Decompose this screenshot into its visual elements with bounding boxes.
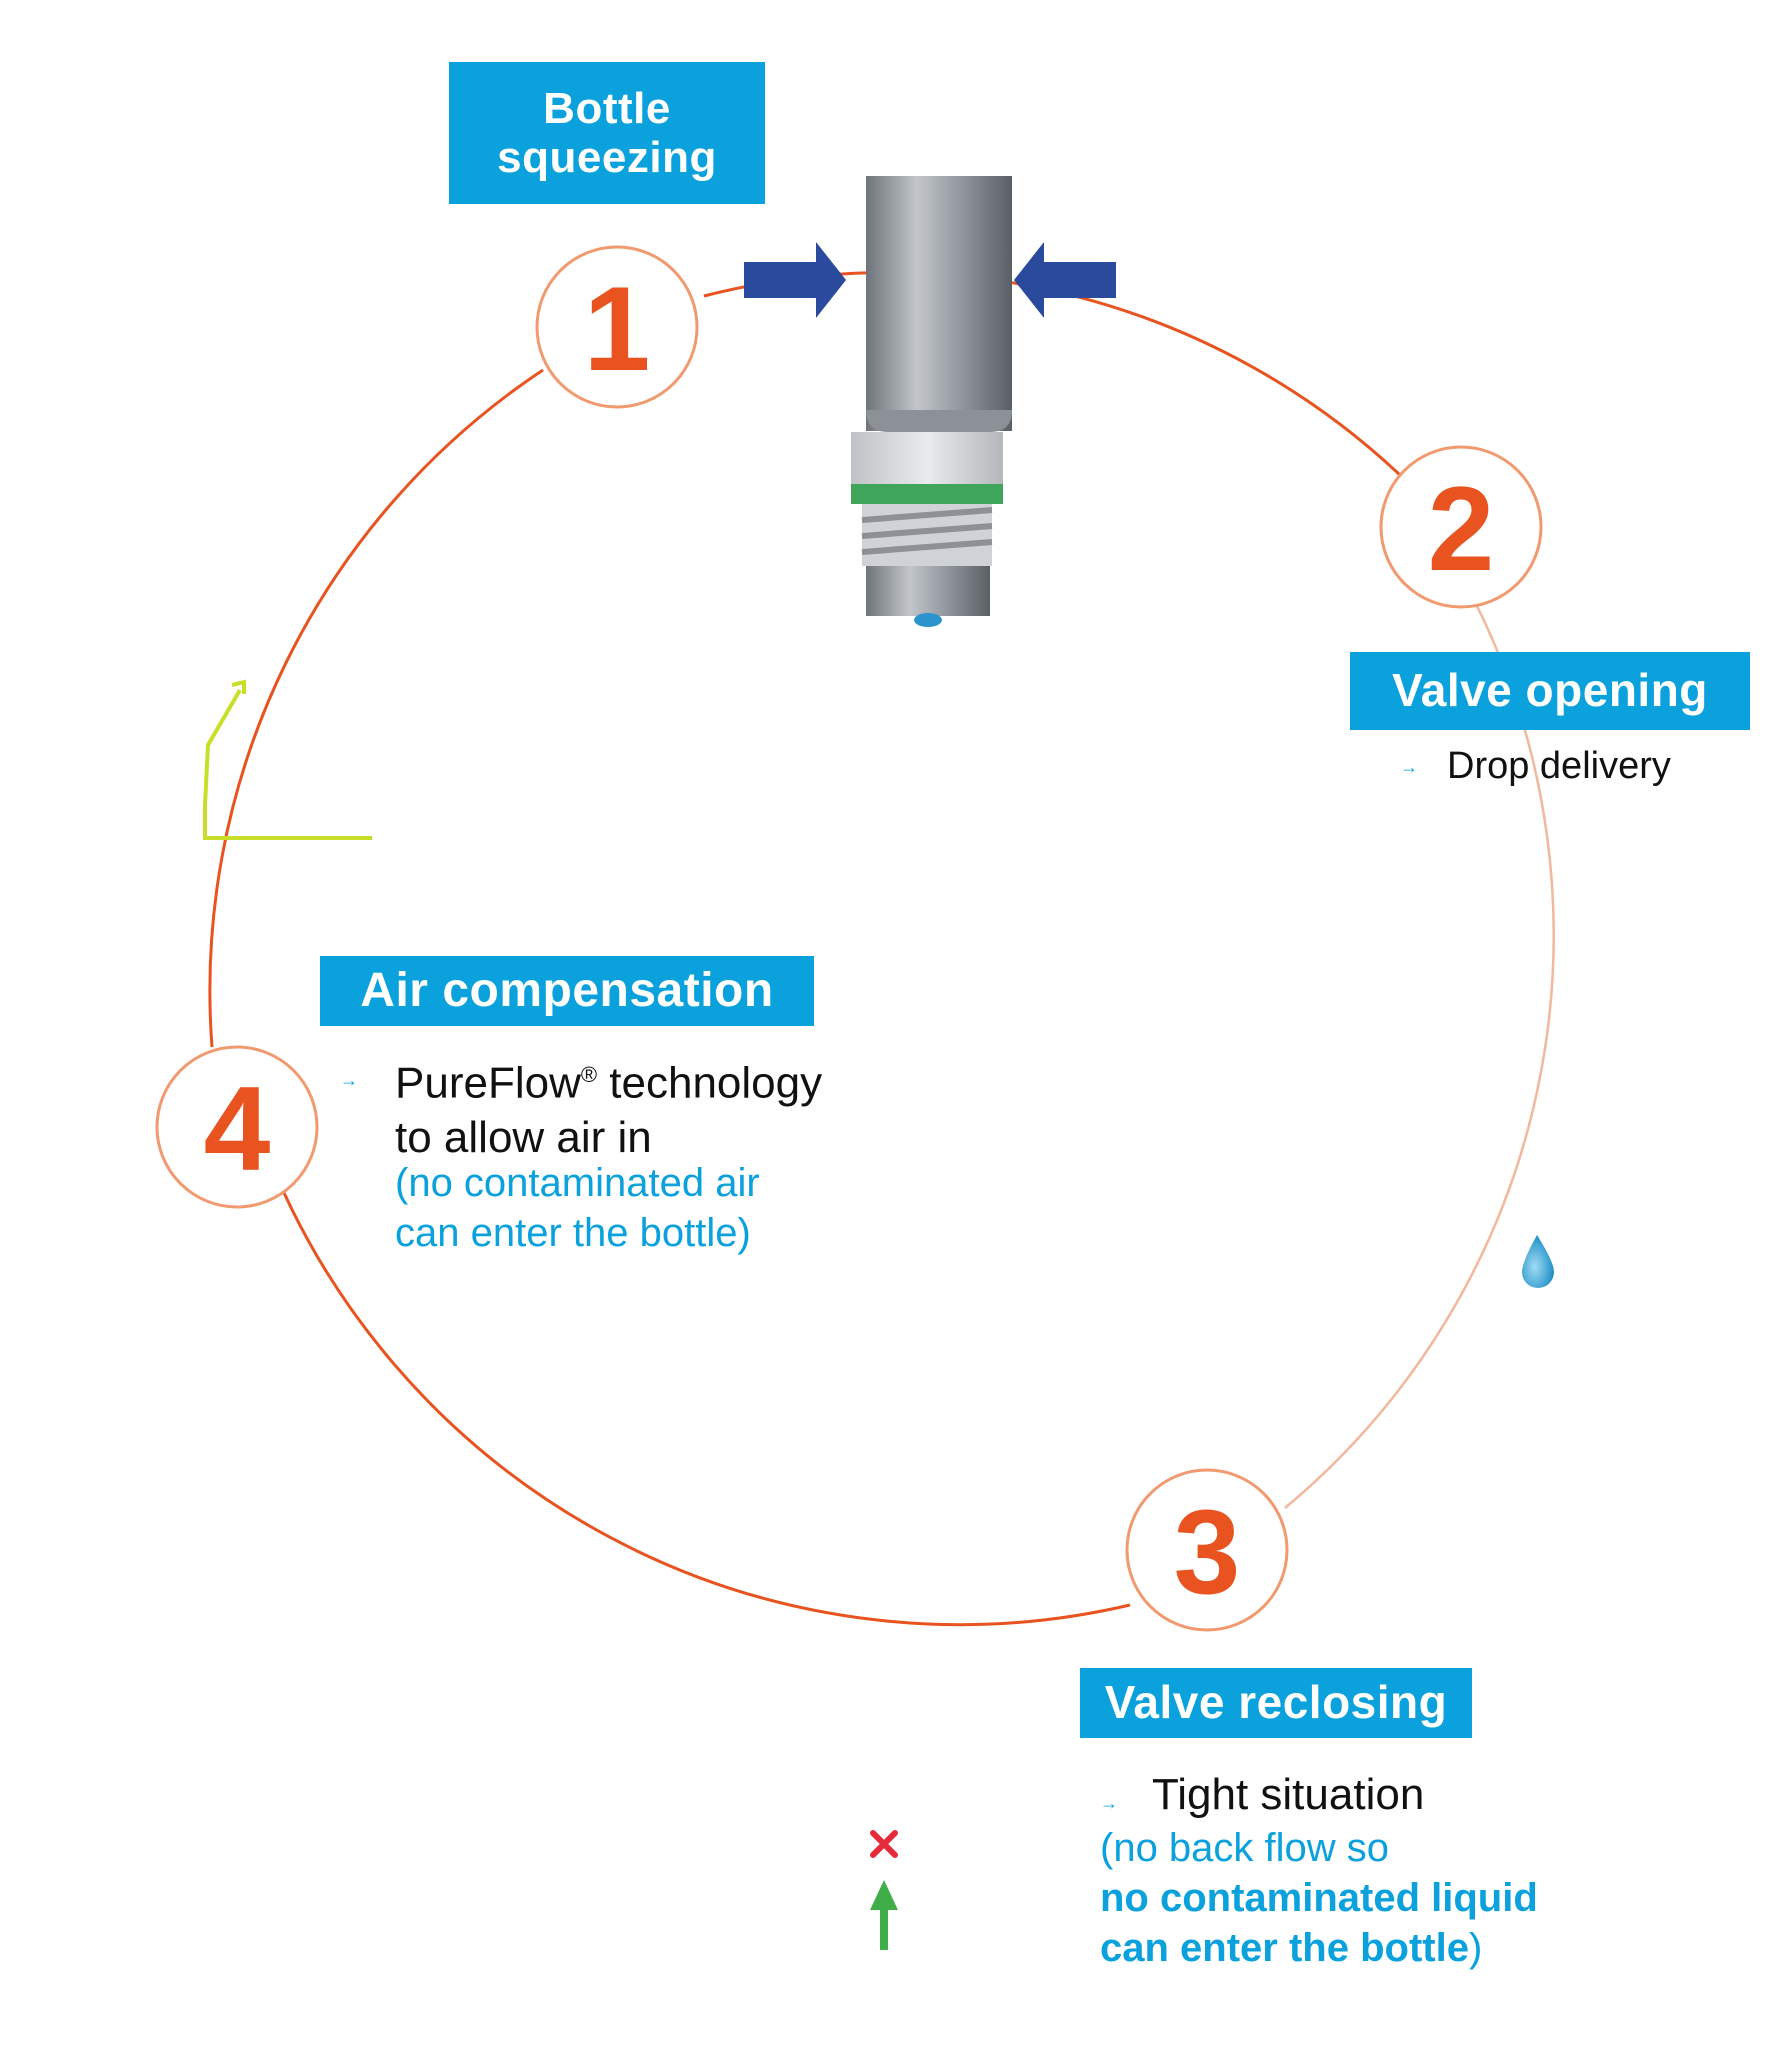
squeeze-arrow-icon	[744, 242, 1116, 318]
drop-icon	[1522, 1235, 1554, 1288]
label-valve-reclosing: Valve reclosing	[1080, 1668, 1472, 1738]
svg-text:4: 4	[204, 1062, 271, 1196]
bullet-arrow-icon: →	[1400, 757, 1418, 777]
note-no-back-flow: (no back flow so no contaminated liquid …	[1100, 1823, 1538, 1973]
svg-text:3: 3	[1174, 1485, 1241, 1619]
note-pureflow-rest: technology	[597, 1058, 823, 1108]
note-tight-situation: Tight situation	[1152, 1770, 1425, 1819]
svg-text:2: 2	[1428, 462, 1495, 596]
cycle-arc-3-4	[260, 1139, 1131, 1627]
step-number-4: 4	[155, 1045, 319, 1209]
label-valve-opening: Valve opening	[1350, 652, 1750, 730]
note-back-flow-open: (no back flow so	[1100, 1826, 1390, 1870]
cycle-arc-4-1	[208, 368, 544, 1048]
label-air-compensation: Air compensation	[320, 956, 814, 1026]
note-back-flow-bold-2: can enter the bottle	[1100, 1926, 1469, 1970]
reject-x-icon	[870, 1830, 898, 1858]
cycle-arc-1-2	[703, 271, 1402, 477]
note-no-contaminated-air: (no contaminated air can enter the bottl…	[395, 1158, 760, 1258]
note-allow-air: to allow air in	[395, 1112, 652, 1162]
note-back-flow-close: )	[1468, 1926, 1483, 1970]
registered-mark: ®	[580, 1062, 598, 1087]
note-pureflow-brand: PureFlow	[395, 1058, 581, 1108]
bullet-arrow-icon: →	[1100, 1793, 1118, 1813]
note-detail-2: can enter the bottle)	[395, 1211, 751, 1255]
cycle-arc-2-3	[1284, 599, 1555, 1509]
step-number-2: 2	[1379, 445, 1543, 609]
svg-text:1: 1	[584, 262, 651, 396]
bottle-illustration	[851, 176, 1012, 627]
note-drop-delivery: Drop delivery	[1447, 745, 1671, 787]
step-number-3: 3	[1125, 1468, 1289, 1632]
bullet-arrow-icon: →	[340, 1070, 358, 1090]
up-arrow-icon	[870, 1880, 898, 1950]
note-detail-1: (no contaminated air	[395, 1161, 760, 1205]
step-number-1: 1	[535, 245, 699, 409]
note-pureflow: PureFlow® technology to allow air in	[395, 1048, 822, 1165]
note-back-flow-bold-1: no contaminated liquid	[1100, 1876, 1538, 1920]
label-bottle-squeezing: Bottle squeezing	[449, 62, 765, 204]
air-path-icon	[203, 679, 372, 840]
